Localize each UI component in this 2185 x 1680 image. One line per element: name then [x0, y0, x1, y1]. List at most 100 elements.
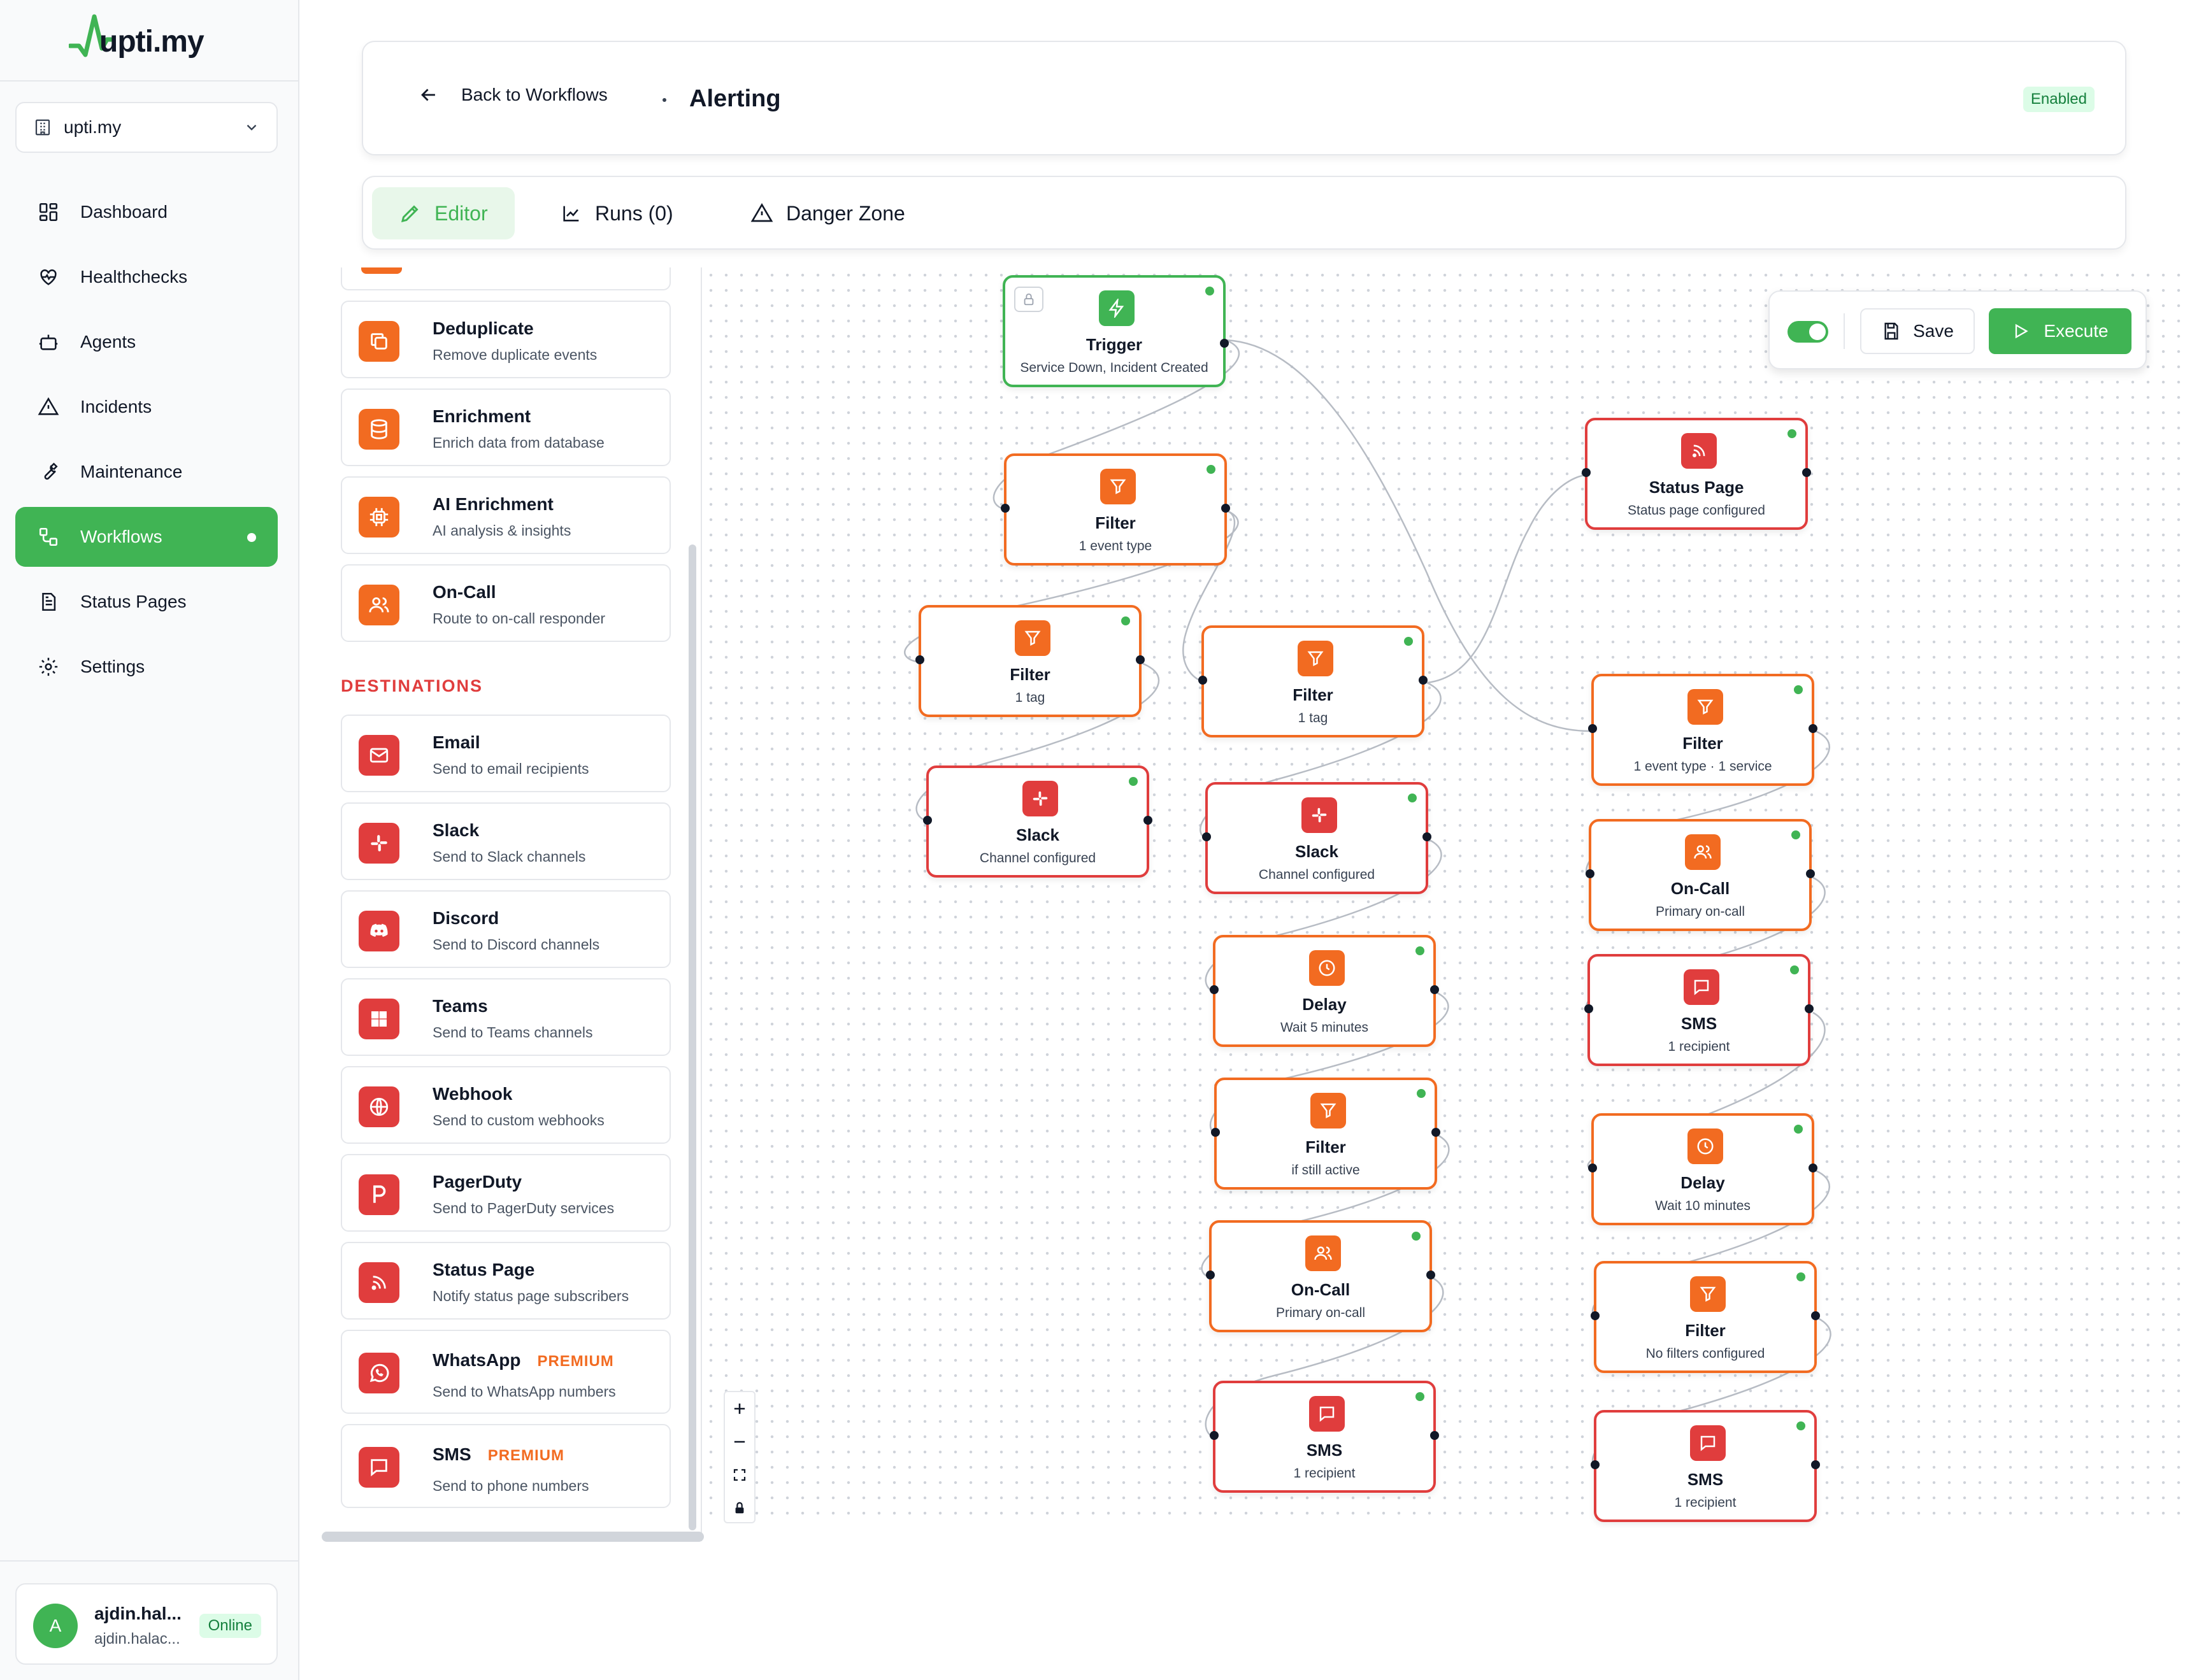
- palette-item-pagerduty[interactable]: PagerDuty Send to PagerDuty services: [341, 1154, 671, 1232]
- node-filter-still-active[interactable]: Filter if still active: [1211, 1078, 1440, 1190]
- input-handle[interactable]: [1198, 676, 1207, 685]
- output-handle[interactable]: [1805, 1004, 1814, 1013]
- output-handle[interactable]: [1809, 1164, 1817, 1172]
- tab-runs[interactable]: Runs (0): [534, 187, 700, 239]
- palette-item-desc: Notify status page subscribers: [433, 1288, 629, 1304]
- input-handle[interactable]: [1588, 1164, 1597, 1172]
- palette-item-ai-enrichment[interactable]: AI Enrichment AI analysis & insights: [341, 476, 671, 554]
- rss-icon: [1692, 445, 1705, 458]
- logo[interactable]: upti.my: [69, 6, 222, 70]
- output-handle[interactable]: [1426, 1271, 1435, 1279]
- back-to-workflows-link[interactable]: Back to Workflows: [418, 84, 608, 106]
- fit-view-button[interactable]: [725, 1458, 754, 1491]
- palette-item-discord[interactable]: Discord Send to Discord channels: [341, 890, 671, 968]
- node-subtitle: Primary on-call: [1655, 904, 1745, 919]
- output-handle[interactable]: [1431, 1128, 1440, 1137]
- output-handle[interactable]: [1430, 985, 1439, 994]
- node-filter-event-type[interactable]: Filter 1 event type: [1001, 453, 1230, 566]
- input-handle[interactable]: [1584, 1004, 1593, 1013]
- save-button[interactable]: Save: [1860, 308, 1975, 354]
- node-delay[interactable]: Delay Wait 5 minutes: [1210, 935, 1439, 1047]
- node-delay[interactable]: Delay Wait 10 minutes: [1588, 1113, 1817, 1225]
- input-handle[interactable]: [1586, 869, 1594, 878]
- palette-item-deduplicate[interactable]: Deduplicate Remove duplicate events: [341, 301, 671, 378]
- input-handle[interactable]: [1582, 468, 1591, 477]
- org-selector[interactable]: upti.my: [15, 102, 278, 153]
- node-trigger[interactable]: Trigger Service Down, Incident Created: [1003, 275, 1229, 387]
- node-slack[interactable]: Slack Channel configured: [1202, 782, 1431, 894]
- node-sms[interactable]: SMS 1 recipient: [1210, 1381, 1439, 1493]
- palette-item-slack[interactable]: Slack Send to Slack channels: [341, 802, 671, 880]
- output-handle[interactable]: [1143, 816, 1152, 825]
- page-title: Alerting: [689, 85, 781, 112]
- input-handle[interactable]: [1591, 1311, 1600, 1320]
- palette-scrollbar-horizontal[interactable]: [322, 1532, 704, 1542]
- palette-item-enrichment[interactable]: Enrichment Enrich data from database: [341, 388, 671, 466]
- input-handle[interactable]: [1210, 985, 1219, 994]
- node-filter-event-type-service[interactable]: Filter 1 event type · 1 service: [1588, 674, 1817, 786]
- palette-item-title: PagerDuty: [433, 1172, 522, 1192]
- input-handle[interactable]: [1206, 1271, 1215, 1279]
- output-handle[interactable]: [1419, 676, 1428, 685]
- node-status-page[interactable]: Status Page Status page configured: [1582, 418, 1811, 530]
- input-handle[interactable]: [1591, 1460, 1600, 1469]
- output-handle[interactable]: [1136, 655, 1145, 664]
- palette-item-status-page[interactable]: Status Page Notify status page subscribe…: [341, 1242, 671, 1320]
- user-card[interactable]: A ajdin.hal... ajdin.halac... Online: [15, 1583, 278, 1665]
- output-handle[interactable]: [1802, 468, 1811, 477]
- arrow-left-icon: [421, 89, 435, 101]
- palette-scrollbar-vertical[interactable]: [689, 545, 696, 1530]
- nav-status-pages[interactable]: Status Pages: [15, 572, 278, 632]
- workflow-canvas[interactable]: [703, 267, 2185, 1525]
- input-handle[interactable]: [1588, 724, 1597, 733]
- lock-canvas-button[interactable]: [725, 1491, 754, 1525]
- tab-danger-zone[interactable]: Danger Zone: [724, 187, 932, 239]
- node-on-call[interactable]: On-Call Primary on-call: [1206, 1220, 1435, 1332]
- node-filter-tag[interactable]: Filter 1 tag: [915, 605, 1145, 717]
- execute-button[interactable]: Execute: [1989, 308, 2131, 354]
- input-handle[interactable]: [1202, 832, 1211, 841]
- input-handle[interactable]: [923, 816, 932, 825]
- nav-healthchecks[interactable]: Healthchecks: [15, 247, 278, 307]
- node-subtitle: 1 event type · 1 service: [1633, 759, 1772, 774]
- nav-dashboard[interactable]: Dashboard: [15, 182, 278, 242]
- output-handle[interactable]: [1811, 1460, 1820, 1469]
- nav-settings[interactable]: Settings: [15, 637, 278, 697]
- input-handle[interactable]: [1210, 1431, 1219, 1440]
- node-slack[interactable]: Slack Channel configured: [923, 765, 1152, 878]
- node-sms[interactable]: SMS 1 recipient: [1591, 1410, 1820, 1522]
- node-palette: Deduplicate Remove duplicate events Enri…: [322, 267, 703, 1538]
- nav-workflows[interactable]: Workflows: [15, 507, 278, 567]
- output-handle[interactable]: [1806, 869, 1815, 878]
- input-handle[interactable]: [1001, 504, 1010, 513]
- output-handle[interactable]: [1809, 724, 1817, 733]
- node-sms[interactable]: SMS 1 recipient: [1584, 954, 1814, 1066]
- output-handle[interactable]: [1221, 504, 1230, 513]
- node-filter-tag[interactable]: Filter 1 tag: [1198, 625, 1428, 737]
- palette-item-webhook[interactable]: Webhook Send to custom webhooks: [341, 1066, 671, 1144]
- node-filter-none[interactable]: Filter No filters configured: [1591, 1261, 1820, 1373]
- palette-item-teams[interactable]: Teams Send to Teams channels: [341, 978, 671, 1056]
- palette-item-email[interactable]: Email Send to email recipients: [341, 715, 671, 792]
- output-handle[interactable]: [1811, 1311, 1820, 1320]
- output-handle[interactable]: [1422, 832, 1431, 841]
- lock-icon[interactable]: [1014, 287, 1043, 312]
- workflow-enabled-toggle[interactable]: [1787, 321, 1828, 343]
- nav-incidents[interactable]: Incidents: [15, 377, 278, 437]
- palette-item-partial[interactable]: [341, 267, 671, 290]
- zoom-in-button[interactable]: [725, 1392, 754, 1425]
- output-handle[interactable]: [1220, 339, 1229, 348]
- nav-agents[interactable]: Agents: [15, 312, 278, 372]
- tab-editor[interactable]: Editor: [372, 187, 515, 239]
- input-handle[interactable]: [1211, 1128, 1220, 1137]
- zoom-out-button[interactable]: [725, 1425, 754, 1458]
- nav-maintenance[interactable]: Maintenance: [15, 442, 278, 502]
- input-handle[interactable]: [915, 655, 924, 664]
- output-handle[interactable]: [1430, 1431, 1439, 1440]
- palette-item-name: WhatsApp: [433, 1350, 521, 1370]
- node-on-call[interactable]: On-Call Primary on-call: [1586, 819, 1815, 931]
- palette-item-on-call[interactable]: On-Call Route to on-call responder: [341, 564, 671, 642]
